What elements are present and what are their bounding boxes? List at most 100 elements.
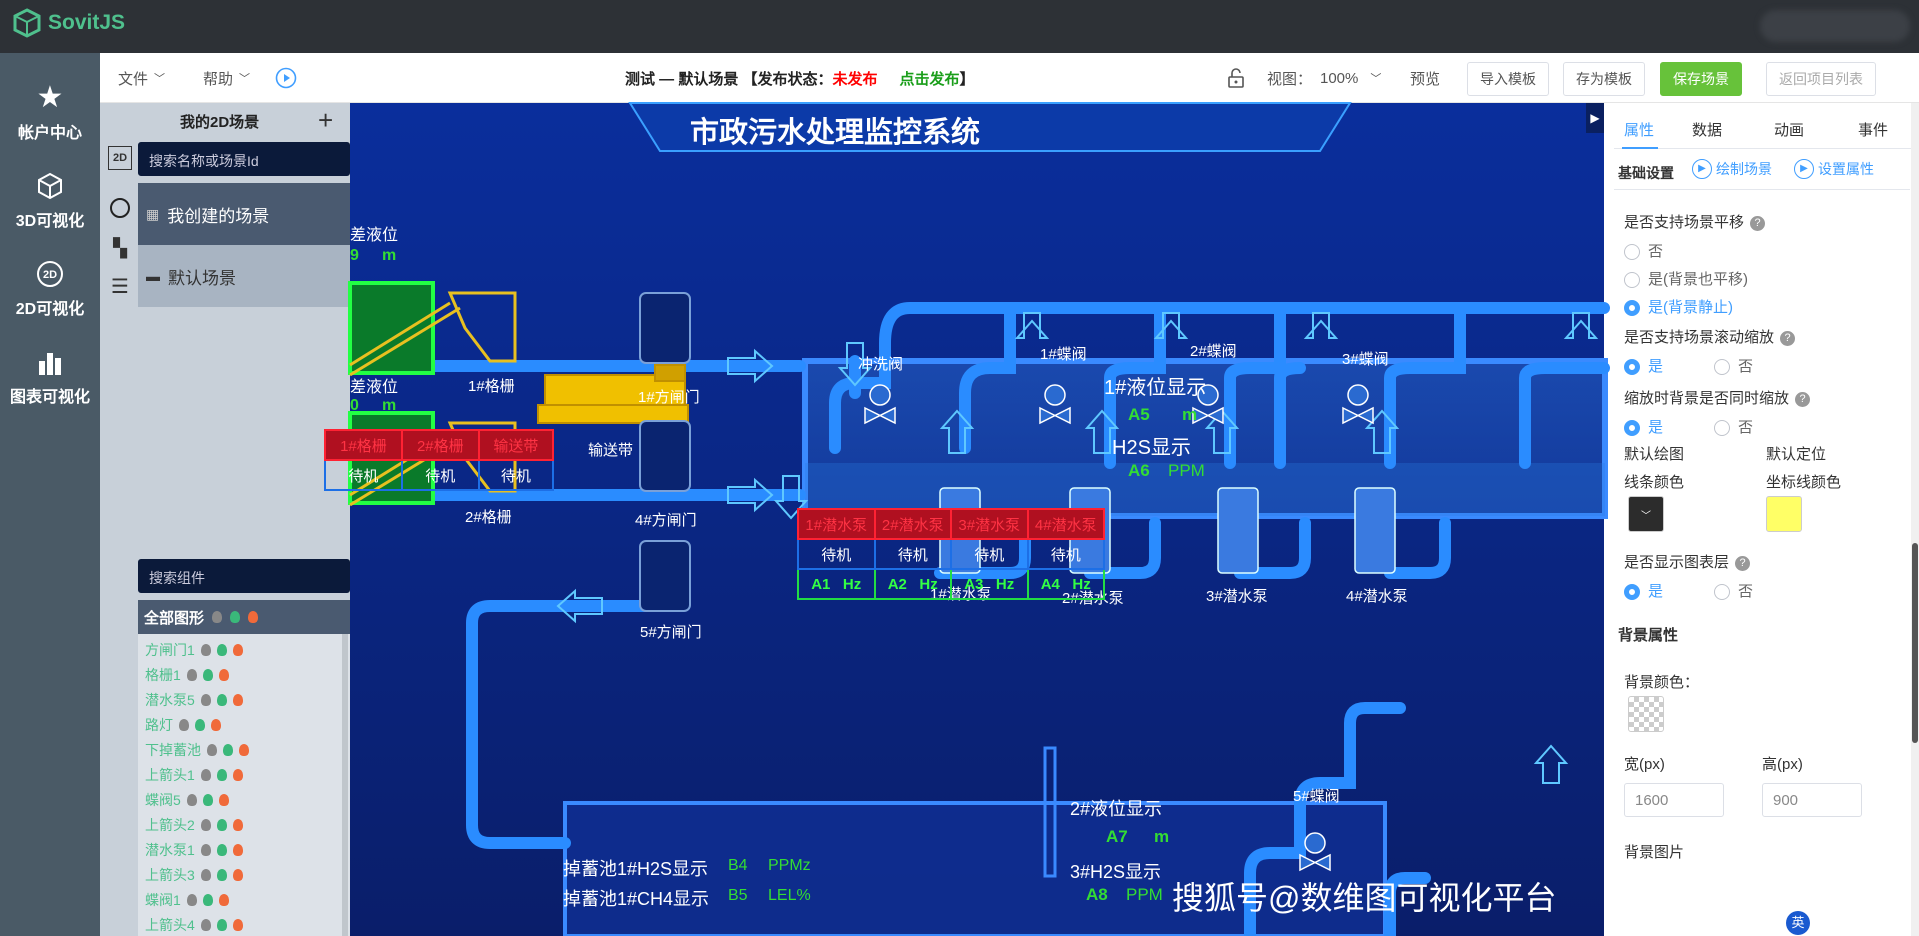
hz-unit: Hz (995, 575, 1015, 593)
nav-chart[interactable]: 图表可视化 (0, 337, 100, 417)
component-item-label: 蝶阀5 (145, 792, 181, 808)
set-props-link[interactable]: ▶设置属性 (1794, 159, 1874, 179)
pan-option-no[interactable]: 否 (1624, 240, 1663, 261)
tab-animation[interactable]: 动画 (1774, 122, 1805, 139)
draw-scene-link[interactable]: ▶绘制场景 (1692, 159, 1772, 179)
zoom-question: 是否支持场景滚动缩放? (1624, 326, 1796, 347)
t2-a3: A3 Hz (950, 568, 1029, 600)
bgzoom-option-yes[interactable]: 是 (1624, 416, 1663, 437)
circle-type-icon[interactable] (108, 196, 132, 220)
component-item[interactable]: 上箭头3 (145, 865, 243, 885)
save-template-button[interactable]: 存为模板 (1563, 62, 1645, 96)
line-color-picker[interactable]: ﹀ (1628, 496, 1664, 532)
t2-head-1: 1#潜水泵 (797, 508, 876, 540)
default-scene-item[interactable]: ▬ 默认场景 (138, 245, 350, 307)
app-logo[interactable]: SovitJS (12, 8, 125, 38)
chart-option-no[interactable]: 否 (1714, 580, 1753, 601)
radio-checked-icon (1624, 359, 1640, 376)
component-item-label: 蝶阀1 (145, 892, 181, 908)
import-template-button[interactable]: 导入模板 (1467, 62, 1549, 96)
nav-account[interactable]: ★帐户中心 (0, 73, 100, 153)
tab-events[interactable]: 事件 (1858, 122, 1889, 139)
play-icon (275, 67, 297, 89)
save-scene-button[interactable]: 保存场景 (1660, 62, 1742, 96)
props-scroll-thumb[interactable] (1912, 543, 1918, 743)
component-item-label: 潜水泵1 (145, 842, 195, 858)
component-item[interactable]: 方闸门1 (145, 640, 243, 660)
bgzoom-option-no[interactable]: 否 (1714, 416, 1753, 437)
scene-type-column: 2D ▚ ☰ (100, 140, 138, 936)
chevron-down-icon: ﹀ (154, 73, 166, 85)
component-item[interactable]: 蝶阀1 (145, 890, 229, 910)
2d-type-icon[interactable]: 2D (108, 146, 132, 170)
radio-icon (1624, 272, 1640, 289)
component-item[interactable]: 潜水泵5 (145, 690, 243, 710)
component-item[interactable]: 上箭头1 (145, 765, 243, 785)
gate1-label: 1#方闸门 (638, 389, 700, 406)
pan-question: 是否支持场景平移? (1624, 211, 1766, 232)
a8-value: A8 (1086, 885, 1108, 904)
draw-scene-label: 绘制场景 (1716, 161, 1772, 177)
bulb-icon (248, 611, 259, 623)
props-scrollbar[interactable] (1911, 103, 1919, 936)
bulb-icon (200, 694, 211, 706)
cube-icon (38, 172, 62, 200)
panel-title: 我的2D场景 (180, 114, 260, 131)
zoom-option-yes[interactable]: 是 (1624, 355, 1663, 376)
bg-color-picker[interactable] (1628, 696, 1664, 732)
component-item[interactable]: 格栅1 (145, 665, 229, 685)
height-input[interactable]: 900 (1762, 783, 1862, 817)
axis-color-label: 坐标线颜色 (1766, 474, 1842, 491)
axis-color-picker[interactable] (1766, 496, 1802, 532)
lock-button[interactable] (1227, 53, 1245, 103)
add-scene-button[interactable]: + (318, 105, 334, 135)
component-item[interactable]: 路灯 (145, 715, 221, 735)
user-avatar[interactable] (1760, 10, 1910, 42)
component-scrollbar[interactable] (342, 634, 348, 936)
zoom-option-no[interactable]: 否 (1714, 355, 1753, 376)
preview-button[interactable]: 预览 (1410, 70, 1441, 88)
help-icon[interactable]: ? (1780, 330, 1796, 346)
chart-no-label: 否 (1738, 583, 1754, 600)
chart-option-yes[interactable]: 是 (1624, 580, 1663, 601)
pan-option-static[interactable]: 是(背景静止) (1624, 296, 1733, 317)
bulb-icon (186, 894, 197, 906)
t1-head-3: 输送带 (477, 429, 555, 461)
play-button[interactable] (275, 53, 297, 103)
collapse-panel-button[interactable]: ▶ (1586, 103, 1604, 133)
component-item[interactable]: 蝶阀5 (145, 790, 229, 810)
my-scenes-label: 我创建的场景 (167, 206, 270, 226)
t1-cell-1: 待机 (324, 459, 403, 491)
width-input[interactable]: 1600 (1624, 783, 1724, 817)
help-icon[interactable]: ? (1795, 391, 1811, 407)
scene-search-input[interactable]: 搜索名称或场景Id (138, 142, 350, 176)
component-item[interactable]: 潜水泵1 (145, 840, 243, 860)
tab-attributes[interactable]: 属性 (1624, 122, 1655, 139)
all-shapes-header[interactable]: 全部图形 (138, 600, 350, 634)
pan-bg-label: 是(背景也平移) (1648, 271, 1748, 288)
help-icon[interactable]: ? (1735, 555, 1751, 571)
zoom-select[interactable]: 100%﹀ (1320, 53, 1381, 103)
bulb-icon (202, 894, 213, 906)
nav-3d[interactable]: 3D可视化 (0, 161, 100, 241)
back-to-projects-button[interactable]: 返回项目列表 (1766, 62, 1876, 96)
component-search-input[interactable]: 搜索组件 (138, 559, 350, 593)
widget-type-icon[interactable]: ▚ (113, 237, 127, 258)
my-scenes-item[interactable]: ▦ 我创建的场景 (138, 183, 350, 245)
chart-yes-label: 是 (1648, 583, 1664, 600)
bulb-icon (211, 719, 221, 731)
component-item[interactable]: 上箭头2 (145, 815, 243, 835)
list-type-icon[interactable]: ☰ (111, 275, 129, 298)
pan-option-bg[interactable]: 是(背景也平移) (1624, 268, 1748, 289)
scene-canvas[interactable]: 市政污水处理监控系统 ▶ 差液位 9 m 差液位 0 m 1#格栅 2#格栅 输… (324, 102, 1610, 936)
tab-data[interactable]: 数据 (1692, 122, 1723, 139)
h2s3-display: 3#H2S显示 (1070, 862, 1162, 882)
help-menu[interactable]: 帮助﹀ (203, 53, 250, 103)
file-menu[interactable]: 文件﹀ (118, 53, 165, 103)
component-item[interactable]: 上箭头4 (145, 915, 243, 935)
component-item[interactable]: 下掉蓄池 (145, 740, 249, 760)
publish-link[interactable]: 点击发布 (899, 70, 960, 88)
help-icon[interactable]: ? (1750, 215, 1766, 231)
